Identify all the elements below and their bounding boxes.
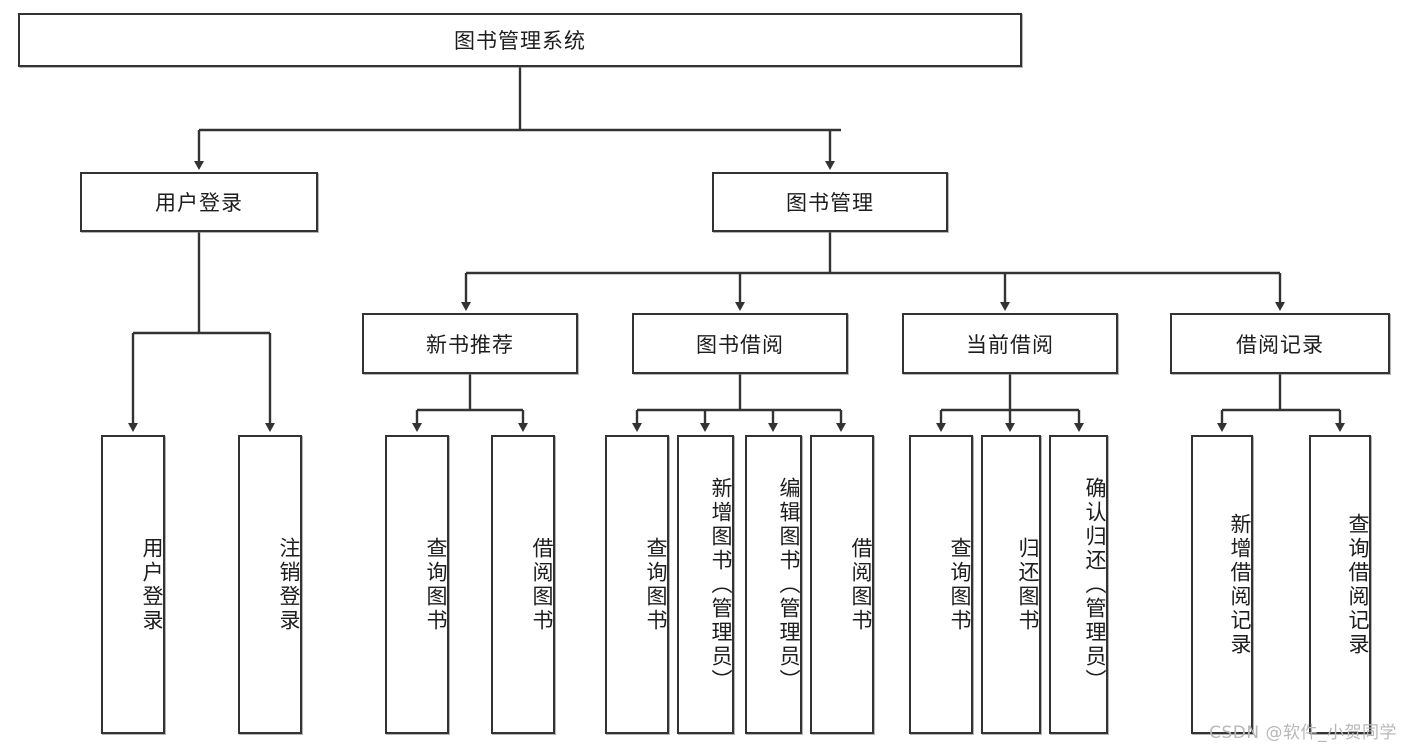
node-label: 借阅图书: [849, 536, 873, 633]
leaf-add-book-admin[interactable]: 新增图书（管理员）: [677, 435, 734, 734]
leaf-query-books-recommend[interactable]: 查询图书: [385, 435, 449, 734]
node-label: 查询图书: [948, 536, 972, 633]
leaf-borrow-books[interactable]: 借阅图书: [810, 435, 874, 734]
leaf-query-books-current[interactable]: 查询图书: [909, 435, 973, 734]
node-label: 归还图书: [1016, 536, 1040, 633]
node-user-login[interactable]: 用户登录: [80, 172, 318, 232]
node-label: 确认归还（管理员）: [1083, 476, 1107, 693]
node-label: 用户登录: [140, 536, 164, 633]
node-label: 图书借阅: [696, 332, 784, 357]
node-book-management[interactable]: 图书管理: [712, 172, 948, 232]
node-label: 图书管理: [786, 191, 874, 215]
node-label: 注销登录: [277, 536, 301, 633]
leaf-query-books[interactable]: 查询图书: [605, 435, 669, 734]
leaf-borrow-books-recommend[interactable]: 借阅图书: [491, 435, 555, 734]
node-label: 借阅记录: [1236, 332, 1324, 357]
node-label: 查询借阅记录: [1346, 512, 1370, 657]
node-label: 新增借阅记录: [1228, 512, 1252, 657]
node-root-library-system[interactable]: 图书管理系统: [18, 13, 1022, 67]
node-label: 当前借阅: [966, 332, 1054, 357]
node-borrowing-records[interactable]: 借阅记录: [1170, 313, 1390, 374]
leaf-query-borrow-record[interactable]: 查询借阅记录: [1309, 435, 1371, 734]
node-label: 编辑图书（管理员）: [777, 476, 801, 693]
node-label: 借阅图书: [530, 536, 554, 633]
node-label: 查询图书: [644, 536, 668, 633]
node-label: 图书管理系统: [454, 29, 586, 53]
node-label: 新书推荐: [426, 332, 514, 357]
leaf-logout[interactable]: 注销登录: [238, 435, 302, 734]
node-new-book-recommendation[interactable]: 新书推荐: [362, 313, 578, 374]
node-label: 用户登录: [155, 191, 243, 215]
leaf-user-login[interactable]: 用户登录: [101, 435, 165, 734]
node-label: 查询图书: [424, 536, 448, 633]
leaf-add-borrow-record[interactable]: 新增借阅记录: [1191, 435, 1253, 734]
leaf-confirm-return-admin[interactable]: 确认归还（管理员）: [1049, 435, 1108, 734]
node-current-borrowing[interactable]: 当前借阅: [902, 313, 1118, 374]
leaf-edit-book-admin[interactable]: 编辑图书（管理员）: [745, 435, 802, 734]
node-label: 新增图书（管理员）: [709, 476, 733, 693]
node-book-borrowing[interactable]: 图书借阅: [632, 313, 848, 374]
leaf-return-books[interactable]: 归还图书: [981, 435, 1041, 734]
